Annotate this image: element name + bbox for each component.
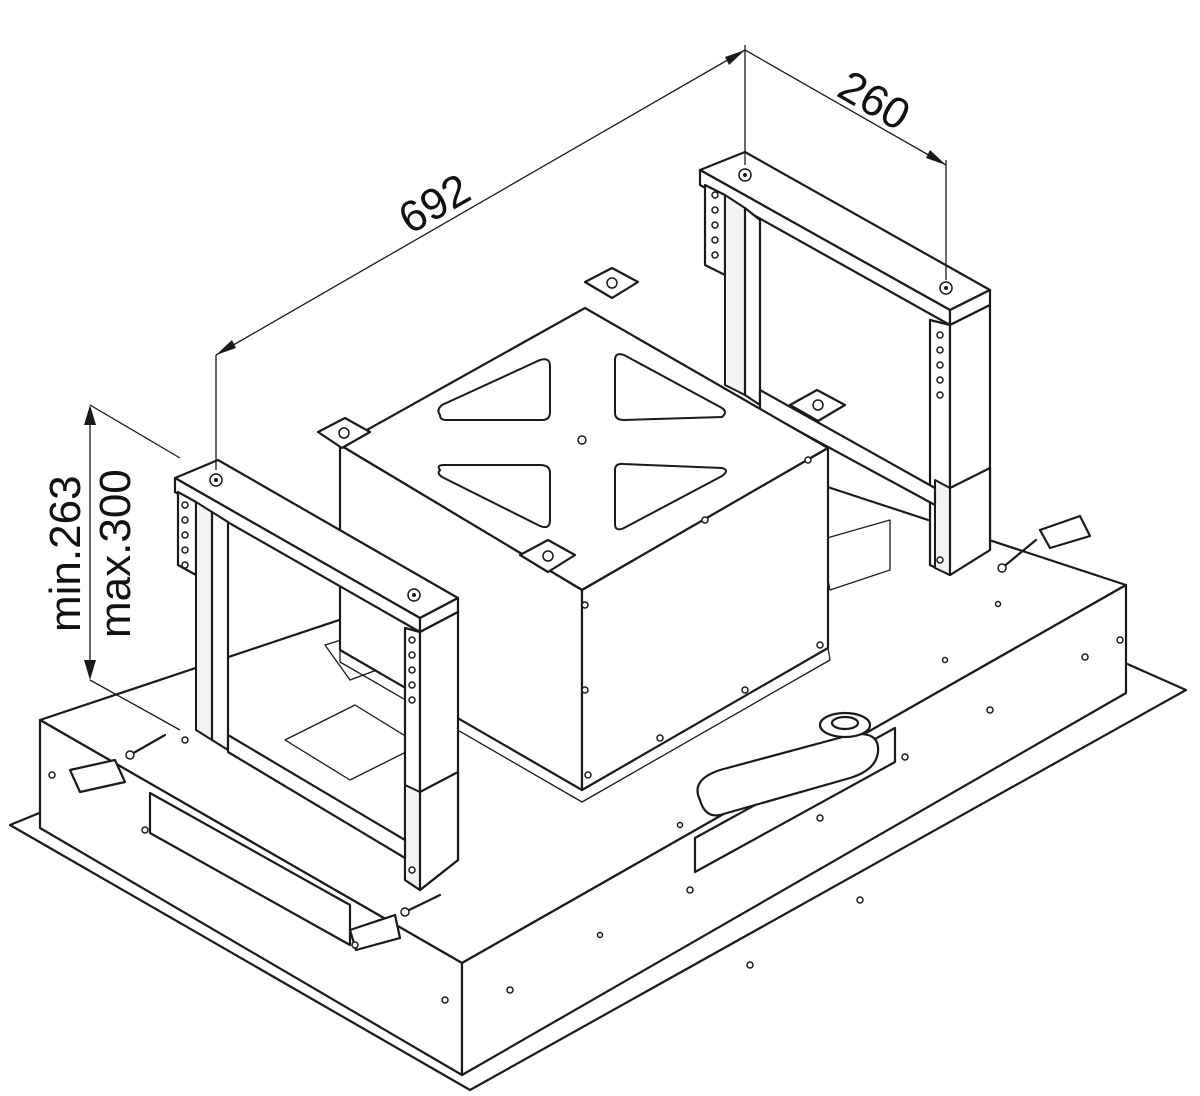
tab-right bbox=[1038, 514, 1092, 550]
hinge-pin-right bbox=[997, 538, 1038, 573]
motor-box-top-cutouts bbox=[437, 353, 727, 531]
motor-box-screws bbox=[581, 456, 824, 779]
dimension-length-label: 692 bbox=[391, 165, 479, 244]
dimension-depth-label: 260 bbox=[830, 61, 918, 140]
dimension-height-min-label: min.263 bbox=[41, 475, 90, 632]
hinge-pin-left bbox=[125, 733, 167, 760]
dimension-height: min.263 max.300 bbox=[41, 404, 181, 731]
bracket-back-leg-left bbox=[724, 194, 746, 396]
base-screws bbox=[48, 600, 1124, 1004]
bracket-back-right bbox=[698, 150, 992, 577]
bracket-front-left bbox=[173, 458, 460, 892]
dimension-height-max-label: max.300 bbox=[91, 469, 140, 638]
left-vent-slot bbox=[148, 791, 352, 947]
motor-box-mounting-tabs bbox=[316, 266, 847, 574]
oval-cover-plate bbox=[696, 733, 880, 817]
tab-left bbox=[68, 758, 127, 794]
motor-box bbox=[316, 266, 847, 803]
hinge-pin-front bbox=[400, 893, 442, 917]
